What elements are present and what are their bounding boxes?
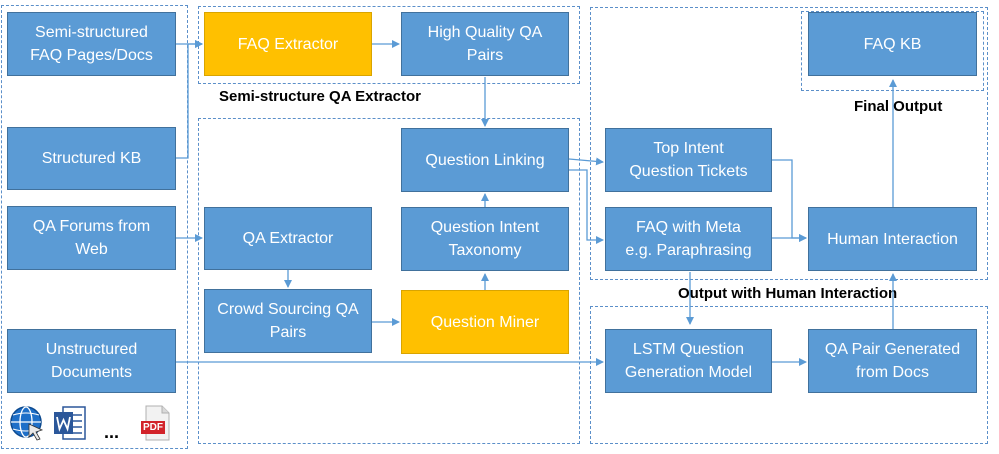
arrow-linking-to-faq-meta <box>569 169 604 244</box>
structured-kb-box: Structured KB <box>7 127 176 190</box>
human-interaction-group <box>590 7 988 280</box>
word-doc-icon <box>54 406 86 440</box>
top-intent-question-tickets-box: Top Intent Question Tickets <box>605 128 772 192</box>
globe-icon <box>10 406 44 441</box>
sources-group <box>1 5 188 449</box>
semi-structure-extractor-label: Semi-structure QA Extractor <box>219 88 422 105</box>
pdf-badge-text: PDF <box>143 422 163 433</box>
lstm-question-generation-box: LSTM Question Generation Model <box>605 329 772 393</box>
qa-extractor-box: QA Extractor <box>204 207 372 270</box>
middle-processing-group <box>198 118 580 444</box>
final-output-label: Final Output <box>854 98 943 115</box>
faq-with-meta-box: FAQ with Meta e.g. Paraphrasing <box>605 207 772 271</box>
arrow-linking-to-top-intent <box>568 157 604 166</box>
generation-group <box>590 306 988 444</box>
arrow-top-intent-to-human <box>772 159 807 242</box>
question-linking-box: Question Linking <box>401 128 569 192</box>
qa-forums-box: QA Forums from Web <box>7 206 176 270</box>
pdf-doc-icon <box>141 405 170 441</box>
faq-extractor-box: FAQ Extractor <box>204 12 372 76</box>
more-sources-ellipsis: ... <box>104 422 120 442</box>
question-intent-taxonomy-box: Question Intent Taxonomy <box>401 207 569 271</box>
semi-structured-faq-box: Semi-structured FAQ Pages/Docs <box>7 12 176 76</box>
crowd-sourcing-qa-box: Crowd Sourcing QA Pairs <box>204 289 372 353</box>
unstructured-documents-box: Unstructured Documents <box>7 329 176 393</box>
human-interaction-output-label: Output with Human Interaction <box>678 285 898 302</box>
arrow-kb-to-faq-extractor <box>176 40 203 159</box>
high-quality-qa-pairs-box: High Quality QA Pairs <box>401 12 569 76</box>
faq-kb-box: FAQ KB <box>808 12 977 76</box>
qa-pair-generated-from-docs-box: QA Pair Generated from Docs <box>808 329 977 393</box>
question-miner-box: Question Miner <box>401 290 569 354</box>
human-interaction-box: Human Interaction <box>808 207 977 271</box>
